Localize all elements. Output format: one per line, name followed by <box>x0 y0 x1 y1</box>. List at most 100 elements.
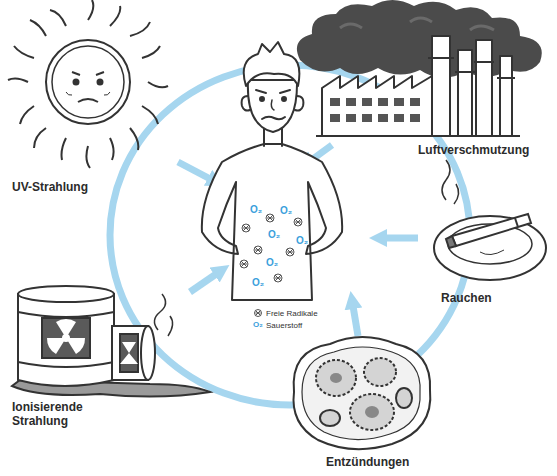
influence-arrow <box>178 145 418 336</box>
sun-illustration <box>8 0 168 168</box>
factory-illustration <box>330 98 340 106</box>
sun-illustration <box>78 99 98 102</box>
radioactive-barrel-illustration <box>42 318 90 358</box>
inflammation-illustration <box>316 360 356 396</box>
inflammation-illustration <box>302 347 420 440</box>
radioactive-barrel-illustration <box>120 334 138 372</box>
inflammation-illustration <box>365 406 379 418</box>
inflammation-illustration <box>330 373 342 383</box>
free-radical-symbol <box>266 214 274 222</box>
source-label: Ionisierende Strahlung <box>12 400 112 428</box>
factory-illustration <box>362 98 372 106</box>
free-radical-symbol <box>242 224 250 232</box>
source-label: UV-Strahlung <box>12 180 88 194</box>
factory-illustration <box>340 18 494 30</box>
factory-illustration <box>316 135 520 137</box>
person-illustration <box>260 97 264 101</box>
person-illustration <box>244 42 300 86</box>
inflammation-illustration <box>350 394 394 430</box>
free-radical-symbol <box>240 260 248 268</box>
factory-illustration <box>378 98 388 106</box>
influence-arrow <box>178 162 216 182</box>
oxygen-symbol: O₂ <box>266 258 278 268</box>
legend-text: Sauerstoff <box>266 321 302 330</box>
free-radical-symbol <box>286 248 294 256</box>
free-radical-symbol <box>240 214 302 317</box>
factory-illustration <box>362 114 372 122</box>
radioactive-barrel-illustration <box>18 312 114 367</box>
free-radical-symbol <box>256 311 261 316</box>
free-radical-symbol <box>274 274 282 282</box>
legend-text: Freie Radikale <box>266 309 318 318</box>
sun-illustration <box>66 92 110 95</box>
free-radical-symbol <box>294 218 302 226</box>
source-label: Entzündungen <box>326 455 409 469</box>
person-illustration <box>262 117 285 120</box>
factory-illustration <box>394 114 404 122</box>
free-radical-symbol <box>240 260 248 268</box>
free-radical-symbol <box>254 246 262 254</box>
factory-illustration <box>378 114 388 122</box>
ashtray-illustration <box>480 250 504 255</box>
factory-illustration <box>316 36 520 136</box>
free-radical-symbol <box>286 248 294 256</box>
influence-arrow <box>378 235 418 242</box>
free-radical-symbol <box>241 261 247 267</box>
sun-illustration <box>74 80 79 85</box>
oxygen-symbol: O₂ <box>268 230 280 240</box>
inflammation-illustration <box>364 358 396 386</box>
radioactive-barrel-illustration <box>18 286 114 302</box>
factory-illustration <box>476 40 492 136</box>
person-illustration <box>282 97 286 101</box>
factory-illustration <box>410 98 420 106</box>
factory-illustration <box>410 114 420 122</box>
inflammation-illustration <box>396 388 412 408</box>
inflammation-illustration <box>294 337 431 449</box>
free-radical-symbol <box>255 247 261 253</box>
radioactive-barrel-illustration <box>12 286 210 397</box>
sun-illustration <box>46 40 130 124</box>
oxygen-symbol: O₂ <box>253 320 263 329</box>
oxygen-symbol: O₂ <box>296 236 308 246</box>
inflammation-illustration <box>294 337 431 449</box>
free-radical-symbol <box>255 310 262 317</box>
factory-illustration <box>500 56 512 136</box>
free-radical-symbol <box>266 214 274 222</box>
oxygen-symbol: O₂ <box>280 206 292 216</box>
free-radical-symbol <box>275 275 281 281</box>
factory-illustration <box>394 98 404 106</box>
factory-illustration <box>428 58 515 78</box>
free-radical-symbol <box>243 225 249 231</box>
source-label: Rauchen <box>441 291 492 305</box>
oxygen-symbol: O₂ <box>250 205 262 215</box>
person-illustration <box>256 90 290 93</box>
radioactive-barrel-illustration <box>120 342 138 364</box>
free-radical-symbol <box>294 218 302 226</box>
free-radical-symbol <box>254 246 262 254</box>
factory-illustration <box>330 98 420 122</box>
factory-illustration <box>330 114 340 122</box>
ashtray-illustration <box>452 214 531 246</box>
free-radical-symbol <box>255 310 262 317</box>
factory-illustration <box>322 76 432 136</box>
person-illustration <box>242 96 304 111</box>
radioactive-barrel-illustration <box>47 319 85 354</box>
person-illustration <box>271 100 274 110</box>
person-illustration <box>202 42 342 300</box>
radioactive-barrel-illustration <box>18 294 114 386</box>
factory-illustration <box>297 0 542 136</box>
free-radical-symbol <box>242 224 250 232</box>
sun-illustration <box>52 46 124 118</box>
radioactive-barrel-illustration <box>154 294 172 336</box>
ashtray-illustration <box>446 236 456 248</box>
free-radical-symbol <box>287 249 293 255</box>
person-illustration <box>202 144 342 300</box>
influence-arrow <box>190 270 222 292</box>
factory-illustration <box>346 114 356 122</box>
person-illustration <box>248 80 297 132</box>
ashtray-illustration <box>434 160 546 280</box>
radioactive-barrel-illustration <box>141 326 155 380</box>
oxygen-symbol: O₂ <box>252 278 264 288</box>
influence-arrow <box>352 300 358 336</box>
